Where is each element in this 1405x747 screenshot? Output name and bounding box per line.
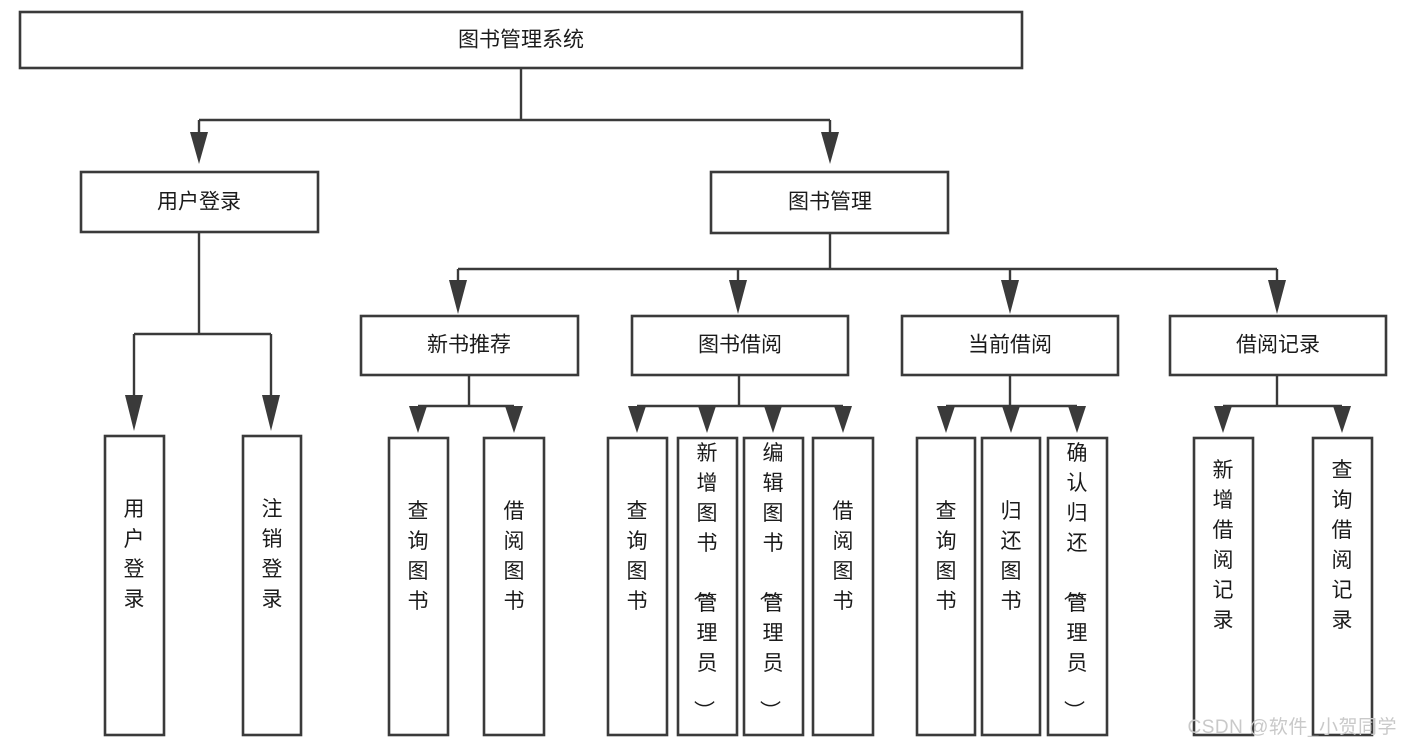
node-leaf-query-book-3[interactable]: 查询图书 (915, 436, 977, 737)
node-leaf-query-record-label: 查询借阅记录 (1332, 459, 1353, 632)
watermark-text: CSDN @软件_小贺同学 (1187, 717, 1397, 738)
node-root-box[interactable] (18, 10, 1024, 70)
node-leaf-query-book-3-label: 查询图书 (936, 500, 957, 613)
node-leaf-add-record[interactable]: 新增借阅记录 (1192, 436, 1255, 737)
node-user-login[interactable]: 用户登录 (79, 170, 320, 234)
node-current-borrow[interactable]: 当前借阅 (900, 314, 1120, 377)
node-book-management-box[interactable] (709, 170, 950, 235)
connector-bookborrow-to-leaves (628, 375, 852, 433)
node-leaf-return-book[interactable]: 归还图书 (980, 436, 1042, 737)
node-root-label: 图书管理系统 (458, 29, 584, 52)
arrow-head-icon (125, 395, 143, 431)
connector-currentborrow-to-leaves (937, 375, 1086, 433)
connector-root-to-level2 (190, 68, 839, 164)
connector-bookmgmt-to-level3 (449, 233, 1286, 314)
node-user-login-label: 用户登录 (157, 191, 241, 214)
arrow-head-icon (764, 406, 782, 433)
arrow-head-icon (937, 406, 955, 433)
node-borrow-record-box[interactable] (1168, 314, 1388, 377)
arrow-head-icon (821, 132, 839, 164)
node-leaf-borrow-book-2-box[interactable] (811, 436, 875, 737)
node-leaf-edit-book-label: 编辑图书（管理员） (758, 442, 784, 721)
node-leaf-borrow-book-2-label: 借阅图书 (833, 500, 854, 613)
node-leaf-add-book-label: 新增图书（管理员） (692, 442, 718, 721)
node-book-borrow-label: 图书借阅 (698, 334, 782, 357)
node-new-book-recommend[interactable]: 新书推荐 (359, 314, 580, 377)
arrow-head-icon (505, 406, 523, 433)
node-book-management[interactable]: 图书管理 (709, 170, 950, 235)
node-borrow-record[interactable]: 借阅记录 (1168, 314, 1388, 377)
node-borrow-record-label: 借阅记录 (1236, 334, 1320, 357)
node-root[interactable]: 图书管理系统 (18, 10, 1024, 70)
connector-userlogin-to-leaves (125, 232, 280, 431)
arrow-head-icon (1001, 280, 1019, 314)
arrow-head-icon (190, 132, 208, 164)
node-leaf-confirm-return-box[interactable] (1046, 436, 1109, 737)
node-current-borrow-box[interactable] (900, 314, 1120, 377)
node-new-book-recommend-label: 新书推荐 (427, 334, 511, 357)
node-leaf-query-book-1[interactable]: 查询图书 (387, 436, 450, 737)
node-leaf-add-record-box[interactable] (1192, 436, 1255, 737)
arrow-head-icon (1214, 406, 1232, 433)
node-leaf-borrow-book-2[interactable]: 借阅图书 (811, 436, 875, 737)
node-leaf-query-book-2-label: 查询图书 (627, 500, 648, 613)
node-leaf-return-book-label: 归还图书 (1001, 500, 1022, 613)
node-leaf-user-login[interactable]: 用户登录 (103, 434, 166, 737)
node-leaf-confirm-return[interactable]: 确认归还（管理员） (1046, 436, 1109, 737)
arrow-head-icon (698, 406, 716, 433)
node-user-login-box[interactable] (79, 170, 320, 234)
node-leaf-query-book-1-box[interactable] (387, 436, 450, 737)
node-leaf-user-logout-box[interactable] (241, 434, 303, 737)
node-leaf-add-book[interactable]: 新增图书（管理员） (676, 436, 739, 737)
node-book-borrow[interactable]: 图书借阅 (630, 314, 850, 377)
node-book-borrow-box[interactable] (630, 314, 850, 377)
node-leaf-user-logout[interactable]: 注销登录 (241, 434, 303, 737)
connector-borrowrecord-to-leaves (1214, 375, 1351, 433)
arrow-head-icon (1333, 406, 1351, 433)
arrow-head-icon (449, 280, 467, 314)
arrow-head-icon (1268, 280, 1286, 314)
node-leaf-borrow-book-1-label: 借阅图书 (504, 500, 525, 613)
node-leaf-query-record-box[interactable] (1311, 436, 1374, 737)
node-leaf-user-login-label: 用户登录 (124, 498, 145, 611)
node-leaf-edit-book-box[interactable] (742, 436, 805, 737)
node-book-management-label: 图书管理 (788, 191, 872, 214)
node-leaf-user-logout-label: 注销登录 (262, 498, 283, 611)
arrow-head-icon (1068, 406, 1086, 433)
arrow-head-icon (262, 395, 280, 431)
node-new-book-recommend-box[interactable] (359, 314, 580, 377)
node-leaf-query-book-2[interactable]: 查询图书 (606, 436, 669, 737)
arrow-head-icon (834, 406, 852, 433)
node-leaf-borrow-book-1-box[interactable] (482, 436, 546, 737)
node-leaf-return-book-box[interactable] (980, 436, 1042, 737)
node-leaf-add-book-box[interactable] (676, 436, 739, 737)
arrow-head-icon (409, 406, 427, 433)
node-leaf-edit-book[interactable]: 编辑图书（管理员） (742, 436, 805, 737)
arrow-head-icon (729, 280, 747, 314)
node-leaf-borrow-book-1[interactable]: 借阅图书 (482, 436, 546, 737)
arrow-head-icon (628, 406, 646, 433)
node-leaf-confirm-return-label: 确认归还（管理员） (1062, 442, 1088, 721)
node-leaf-query-book-3-box[interactable] (915, 436, 977, 737)
node-current-borrow-label: 当前借阅 (968, 334, 1052, 357)
arrow-head-icon (1002, 406, 1020, 433)
node-leaf-query-record[interactable]: 查询借阅记录 (1311, 436, 1374, 737)
node-leaf-query-book-2-box[interactable] (606, 436, 669, 737)
connector-newbook-to-leaves (409, 375, 523, 433)
node-leaf-user-login-box[interactable] (103, 434, 166, 737)
node-leaf-add-record-label: 新增借阅记录 (1213, 459, 1234, 632)
node-leaf-query-book-1-label: 查询图书 (408, 500, 429, 613)
